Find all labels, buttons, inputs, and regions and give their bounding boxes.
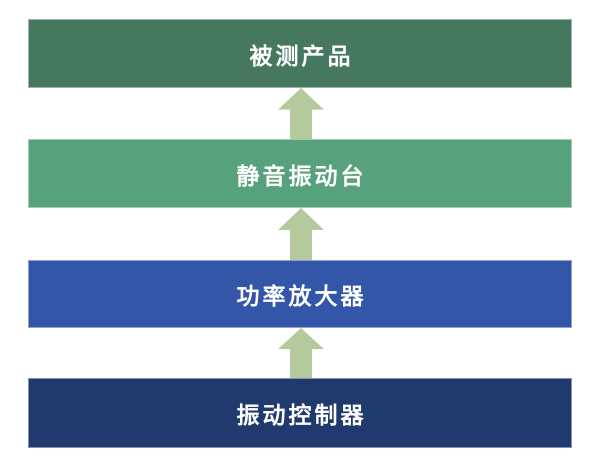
layer-label-power-amplifier: 功率放大器 <box>236 283 367 309</box>
layer-bar-vibration-controller: 振动控制器 <box>28 378 572 448</box>
up-arrow-icon <box>278 88 324 139</box>
layer-bar-power-amplifier: 功率放大器 <box>28 260 572 328</box>
layer-label-silent-vibration-table: 静音振动台 <box>236 162 367 189</box>
layer-label-vibration-controller: 振动控制器 <box>236 402 367 428</box>
up-arrow-icon <box>278 328 324 378</box>
up-arrow-icon <box>278 208 324 260</box>
layer-bar-silent-vibration-table: 静音振动台 <box>28 139 572 208</box>
layer-bar-product-under-test: 被测产品 <box>28 19 572 88</box>
layer-label-product-under-test: 被测产品 <box>249 42 354 69</box>
